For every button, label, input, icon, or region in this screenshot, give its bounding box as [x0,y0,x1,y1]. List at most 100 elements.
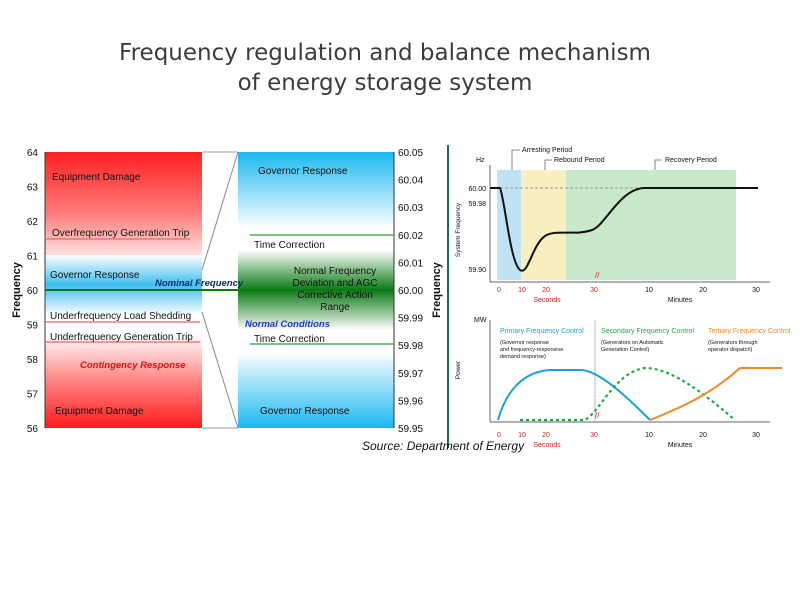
label-normal-freq-3: Corrective Action [297,290,373,301]
axis-break-top: // [595,271,600,280]
label-equipment-damage-top: Equipment Damage [52,172,141,183]
tertiary-title: Tertiary Frequency Control [708,328,791,335]
topXTicks-sec-20: 20 [542,287,550,294]
recovery-period-label: Recovery Period [665,157,717,164]
right-tick-59.95: 59.95 [398,424,423,435]
tertiary-sub-1: (Generators through [708,340,758,346]
arresting-period-label: Arresting Period [522,147,572,154]
top-minutes-label: Minutes [668,297,693,304]
bottom-minutes-label: Minutes [668,442,693,449]
hz-label: Hz [476,157,485,164]
label-overfrequency-trip: Overfrequency Generation Trip [52,228,190,239]
primary-sub-2: and frequency-responsive [500,347,563,353]
y-tick-59-98: 59.98 [468,201,486,208]
right-tick-59.99: 59.99 [398,314,423,325]
axis-break-bottom: // [595,411,600,420]
tertiary-sub-2: operator dispatch) [708,347,752,353]
topXTicks-sec-30: 30 [590,287,598,294]
primary-sub-1: (Governor response [500,340,549,346]
botXTicks-min-10: 10 [645,432,653,439]
right-y-axis-label: Frequency [431,261,443,318]
right-tick-59.98: 59.98 [398,341,423,352]
label-normal-freq-2: Deviation and AGC [292,278,377,289]
left-tick-labels: 64 63 62 61 60 59 58 57 56 [27,148,39,435]
right-tick-60.00: 60.00 [398,286,423,297]
secondary-sub-2: Generation Control) [601,347,649,353]
botXTicks-min-20: 20 [699,432,707,439]
label-underfrequency-trip: Underfrequency Generation Trip [50,332,193,343]
right-tick-60.01: 60.01 [398,258,423,269]
top-seconds-label: Seconds [533,297,561,304]
label-nominal-frequency: Nominal Frequency [155,278,244,289]
primary-sub-3: demand response) [500,354,546,360]
topXTicks-min-20: 20 [699,287,707,294]
label-normal-conditions: Normal Conditions [245,319,330,330]
tertiary-control-curve [649,367,782,421]
governor-band-bottom [238,352,394,428]
botXTicks-sec-20: 20 [542,432,550,439]
power-response-chart: MW Power Primary Frequency Control (Gove… [455,317,791,449]
label-time-correction-top: Time Correction [254,240,325,251]
left-tick-59: 59 [27,321,39,332]
left-tick-60: 60 [27,286,39,297]
bottom-chart-x-ticks: 0 10 20 30 10 20 30 [497,432,760,439]
arresting-period-band [497,170,521,280]
left-tick-57: 57 [27,390,39,401]
zoom-line-top [201,151,239,271]
rebound-period-label: Rebound Period [554,157,605,164]
botXTicks-sec-30: 30 [590,432,598,439]
label-governor-response-bottom: Governor Response [260,406,350,417]
left-tick-64: 64 [27,148,39,159]
system-frequency-chart: Hz 60.00 59.98 59.90 System Frequency Ar… [455,147,770,304]
recovery-leader [654,159,662,170]
right-tick-60.02: 60.02 [398,231,423,242]
rebound-leader [544,159,552,170]
label-governor-response-top: Governor Response [258,166,348,177]
y-tick-59-90: 59.90 [468,267,486,274]
mw-label: MW [474,317,487,324]
topXTicks-min-10: 10 [645,287,653,294]
left-y-axis-label: Frequency [11,261,23,318]
secondary-control-curve [520,366,736,422]
left-tick-62: 62 [27,217,39,228]
y-tick-60-00: 60.00 [468,186,486,193]
right-tick-60.04: 60.04 [398,176,423,187]
topXTicks-sec-10: 10 [518,287,526,294]
botXTicks-sec-0: 0 [497,432,501,439]
secondary-sub-1: (Generators on Automatic [601,340,664,346]
source-credit: Source: Department of Energy [362,439,525,453]
left-tick-58: 58 [27,355,39,366]
label-governor-response-left: Governor Response [50,270,140,281]
label-contingency-response: Contingency Response [80,360,186,371]
right-tick-labels: 60.0560.0460.0360.0260.0160.0059.9959.98… [398,148,423,435]
left-tick-61: 61 [27,252,39,263]
title-line-1: Frequency regulation and balance mechani… [119,40,651,66]
topXTicks-min-30: 30 [752,287,760,294]
label-time-correction-bottom: Time Correction [254,334,325,345]
left-tick-56: 56 [27,424,39,435]
left-tick-63: 63 [27,183,39,194]
governor-band-top [238,152,394,228]
label-load-shedding: Underfrequency Load Shedding [50,311,191,322]
frequency-curve [490,187,758,272]
title-line-2: of energy storage system [237,70,533,96]
arresting-leader [511,149,520,170]
label-normal-freq-1: Normal Frequency [294,266,376,277]
system-frequency-label: System Frequency [455,202,462,257]
label-normal-freq-4: Range [320,302,350,313]
left-governor-band [45,255,202,315]
power-axis-label: Power [455,360,462,379]
botXTicks-min-30: 30 [752,432,760,439]
botXTicks-sec-10: 10 [518,432,526,439]
right-tick-59.96: 59.96 [398,396,423,407]
right-tick-60.03: 60.03 [398,203,423,214]
secondary-title: Secondary Frequency Control [601,328,694,335]
label-equipment-damage-bottom: Equipment Damage [55,406,144,417]
recovery-period-band [566,170,736,280]
primary-title: Primary Frequency Control [500,328,584,335]
bottom-seconds-label: Seconds [533,442,561,449]
zoom-line-bottom [201,311,239,429]
